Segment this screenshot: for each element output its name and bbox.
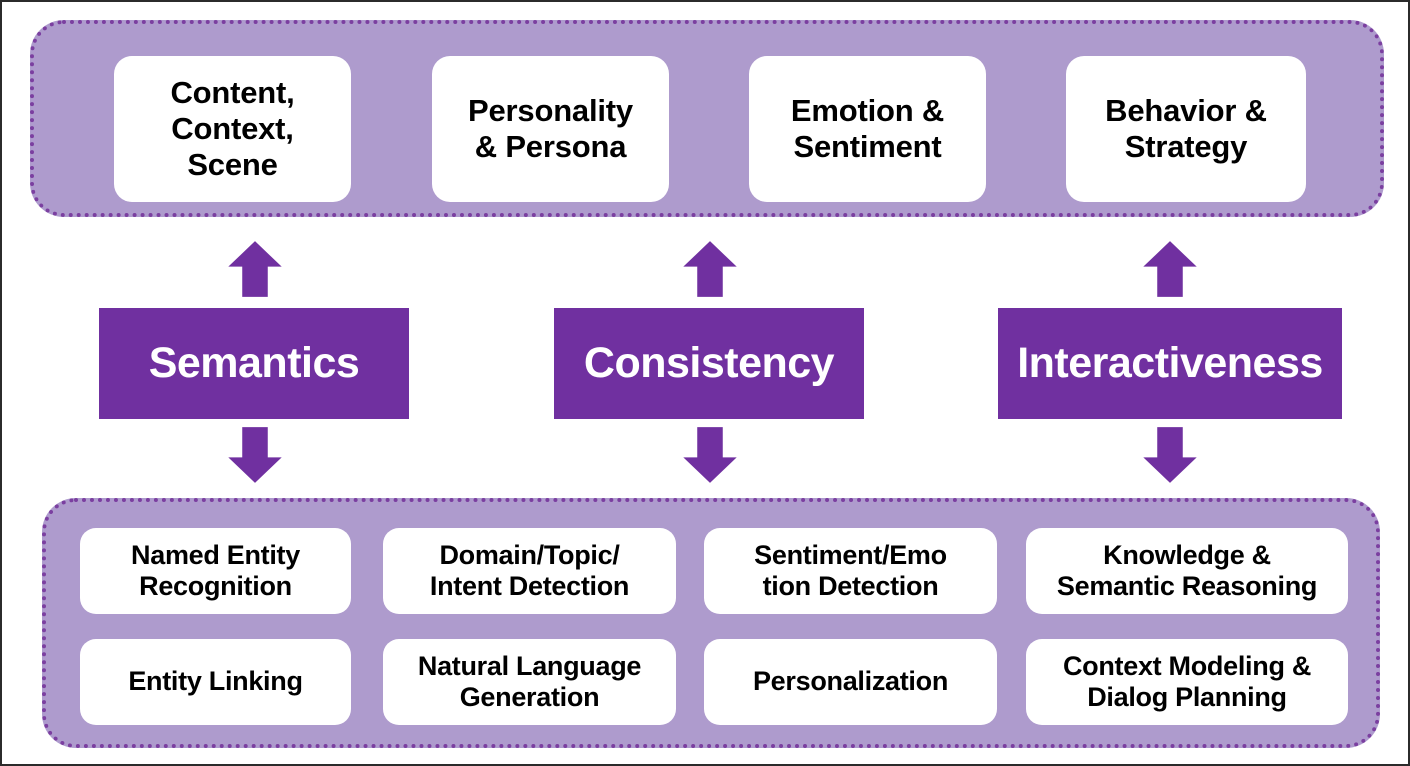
task-card-sentiment-emotion-detection[interactable]: Sentiment/Emo tion Detection	[704, 528, 997, 614]
task-card-knowledge-semantic-reasoning[interactable]: Knowledge & Semantic Reasoning	[1026, 528, 1348, 614]
task-card-personalization[interactable]: Personalization	[704, 639, 997, 725]
top-capability-band: Content, Context, Scene Personality & Pe…	[30, 20, 1384, 217]
capability-card-emotion-sentiment[interactable]: Emotion & Sentiment	[749, 56, 986, 202]
task-card-entity-linking[interactable]: Entity Linking	[80, 639, 351, 725]
capability-card-behavior-strategy[interactable]: Behavior & Strategy	[1066, 56, 1306, 202]
arrow-down-icon-semantics	[226, 426, 284, 484]
task-card-natural-language-generation[interactable]: Natural Language Generation	[383, 639, 676, 725]
arrow-up-icon-interactiveness	[1141, 240, 1199, 298]
task-card-context-modeling-dialog-planning[interactable]: Context Modeling & Dialog Planning	[1026, 639, 1348, 725]
arrow-down-icon-consistency	[681, 426, 739, 484]
capability-card-personality-persona[interactable]: Personality & Persona	[432, 56, 669, 202]
capability-card-content-context-scene[interactable]: Content, Context, Scene	[114, 56, 351, 202]
pillar-semantics[interactable]: Semantics	[99, 308, 409, 419]
arrow-down-icon-interactiveness	[1141, 426, 1199, 484]
bottom-task-band: Named Entity Recognition Entity Linking …	[42, 498, 1380, 748]
pillar-consistency[interactable]: Consistency	[554, 308, 864, 419]
task-card-named-entity-recognition[interactable]: Named Entity Recognition	[80, 528, 351, 614]
task-card-domain-topic-intent-detection[interactable]: Domain/Topic/ Intent Detection	[383, 528, 676, 614]
pillar-interactiveness[interactable]: Interactiveness	[998, 308, 1342, 419]
arrow-up-icon-consistency	[681, 240, 739, 298]
arrow-up-icon-semantics	[226, 240, 284, 298]
